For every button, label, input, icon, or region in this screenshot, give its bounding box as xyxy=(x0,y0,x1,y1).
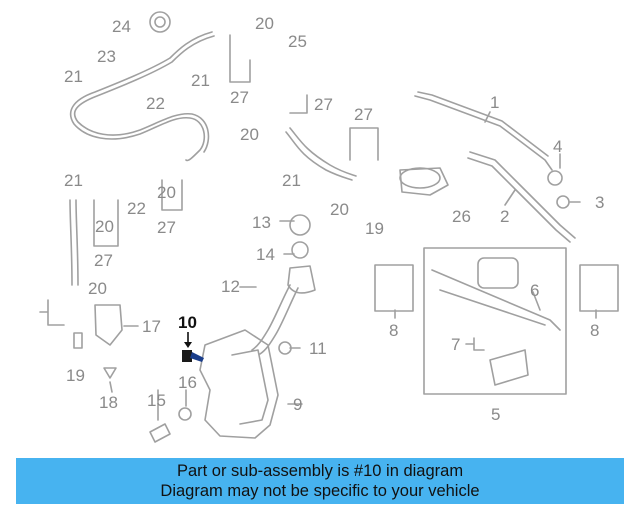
callout-20e: 20 xyxy=(95,217,114,236)
callout-2: 2 xyxy=(500,207,509,226)
callout-22b: 22 xyxy=(127,199,146,218)
callout-5: 5 xyxy=(491,405,500,424)
callout-27a: 27 xyxy=(230,88,249,107)
info-banner: Part or sub-assembly is #10 in diagram D… xyxy=(16,458,624,504)
banner-line-1: Part or sub-assembly is #10 in diagram xyxy=(176,462,464,480)
wiper-blade xyxy=(414,95,553,171)
washer-pump xyxy=(94,304,123,346)
callout-9: 9 xyxy=(293,395,302,414)
callout-8a: 8 xyxy=(389,321,398,340)
callout-21b: 21 xyxy=(191,71,210,90)
callout-22a: 22 xyxy=(146,94,165,113)
washer-hose-upper xyxy=(69,31,213,162)
bracket-left xyxy=(374,264,414,312)
callout-20f: 20 xyxy=(88,279,107,298)
callout-14: 14 xyxy=(256,245,275,264)
callout-6: 6 xyxy=(530,281,539,300)
bracket-right xyxy=(579,264,619,312)
parts-diagram: 1 2 3 4 5 6 7 8 8 9 10 11 12 13 14 15 16… xyxy=(39,11,619,443)
callout-16: 16 xyxy=(178,373,197,392)
wiper-motor xyxy=(399,167,449,196)
callout-4: 4 xyxy=(553,137,562,156)
callout-18: 18 xyxy=(99,393,118,412)
washer-hose-left xyxy=(69,199,73,286)
wiper-arm xyxy=(469,151,576,239)
callout-12: 12 xyxy=(221,277,240,296)
callout-23: 23 xyxy=(97,47,116,66)
callout-labels: 1 2 3 4 5 6 7 8 8 9 10 11 12 13 14 15 16… xyxy=(64,14,604,424)
callout-8b: 8 xyxy=(590,321,599,340)
callout-27e: 27 xyxy=(94,251,113,270)
callout-3: 3 xyxy=(595,193,604,212)
callout-21c: 21 xyxy=(282,171,301,190)
callout-27d: 27 xyxy=(157,218,176,237)
callout-27b: 27 xyxy=(314,95,333,114)
callout-26: 26 xyxy=(452,207,471,226)
callout-24: 24 xyxy=(112,17,131,36)
washer-reservoir xyxy=(199,329,279,439)
callout-20b: 20 xyxy=(240,125,259,144)
banner-line-2: Diagram may not be specific to your vehi… xyxy=(160,482,480,500)
callout-25: 25 xyxy=(288,32,307,51)
callout-17: 17 xyxy=(142,317,161,336)
washer-hose-center xyxy=(289,127,357,177)
callout-11: 11 xyxy=(309,339,327,358)
callout-20d: 20 xyxy=(157,183,176,202)
callout-10: 10 xyxy=(178,313,197,332)
callout-21d: 21 xyxy=(64,171,83,190)
callout-19b: 19 xyxy=(66,366,85,385)
callout-19a: 19 xyxy=(365,219,384,238)
callout-20c: 20 xyxy=(330,200,349,219)
callout-20a: 20 xyxy=(255,14,274,33)
callout-13: 13 xyxy=(252,213,271,232)
bolt-part-10 xyxy=(182,332,204,362)
callout-21a: 21 xyxy=(64,67,83,86)
callout-1: 1 xyxy=(490,93,499,112)
callout-15: 15 xyxy=(147,391,166,410)
callout-27c: 27 xyxy=(354,105,373,124)
callout-7: 7 xyxy=(451,335,460,354)
filler-neck xyxy=(287,265,316,294)
linkage-box xyxy=(423,247,567,395)
